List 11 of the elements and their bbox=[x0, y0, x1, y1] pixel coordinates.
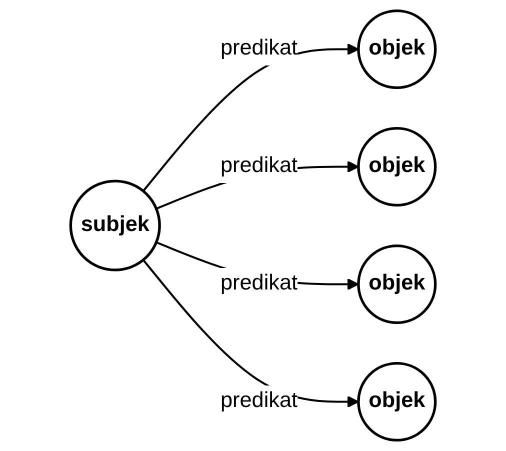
arrow bbox=[142, 259, 359, 408]
node-circle: objek bbox=[357, 362, 437, 442]
node-circle: objek bbox=[357, 9, 437, 90]
node-circle: subjek bbox=[69, 180, 161, 272]
edge-label: predikat bbox=[220, 272, 298, 296]
arrow bbox=[142, 43, 359, 192]
node-circle: objek bbox=[357, 244, 437, 324]
edge-label: predikat bbox=[220, 154, 298, 178]
node-circle: objek bbox=[357, 126, 437, 207]
edge-label: predikat bbox=[220, 37, 298, 60]
edge-label: predikat bbox=[220, 390, 298, 413]
